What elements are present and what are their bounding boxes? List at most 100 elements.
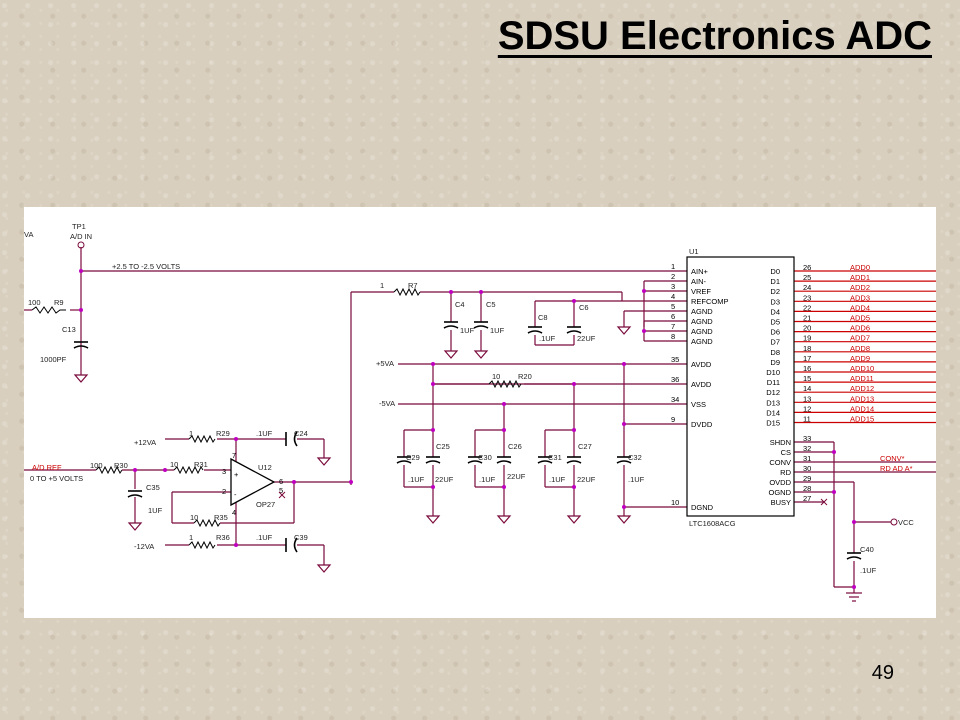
r36-resistor-icon bbox=[188, 540, 216, 550]
ic-pin-number: 33 bbox=[803, 434, 811, 443]
ground-icon bbox=[128, 516, 142, 531]
ic-pin-name: D0 bbox=[770, 267, 780, 276]
ic-u1-ref: U1 bbox=[689, 247, 699, 256]
ic-pin-name: BUSY bbox=[771, 498, 791, 507]
ic-pin-name: D10 bbox=[766, 368, 780, 377]
c4-ref: C4 bbox=[455, 300, 465, 309]
c31-value: .1UF bbox=[549, 475, 566, 484]
ic-pin-number: 12 bbox=[803, 404, 811, 413]
c30-value: .1UF bbox=[479, 475, 496, 484]
svg-text:5: 5 bbox=[279, 486, 283, 495]
ic-pin-number: 7 bbox=[671, 322, 675, 331]
ic-pin-name: OVDD bbox=[769, 478, 791, 487]
data-net-label: ADD0 bbox=[850, 263, 870, 272]
va-label: VA bbox=[24, 230, 33, 239]
r7-ref: R7 bbox=[408, 281, 418, 290]
ic-pin-name: AGND bbox=[691, 327, 713, 336]
ic-pin-name: D9 bbox=[770, 358, 780, 367]
data-net-label: ADD3 bbox=[850, 293, 870, 302]
r29-value: 1 bbox=[189, 429, 193, 438]
ic-pin-name: SHDN bbox=[770, 438, 791, 447]
data-net-label: ADD1 bbox=[850, 273, 870, 282]
c5-capacitor-icon bbox=[473, 321, 489, 329]
svg-text:+: + bbox=[234, 470, 239, 479]
ground-icon bbox=[426, 509, 440, 524]
r35-value: 10 bbox=[190, 513, 198, 522]
r30-value: 100 bbox=[90, 461, 103, 470]
c35-capacitor-icon bbox=[127, 490, 143, 498]
ic-pin-number: 6 bbox=[671, 312, 675, 321]
vcc-terminal-icon bbox=[890, 518, 898, 526]
ic-pin-number: 11 bbox=[803, 415, 811, 424]
op-amp-icon bbox=[230, 457, 276, 507]
svg-text:6: 6 bbox=[279, 477, 283, 486]
p12va-label: +12VA bbox=[134, 438, 156, 447]
r7-resistor-icon bbox=[393, 287, 421, 297]
r31-ref: R31 bbox=[194, 460, 208, 469]
ic-pin-number: 30 bbox=[803, 464, 811, 473]
no-connect-icon bbox=[278, 491, 828, 506]
ic-pin-name: DGND bbox=[691, 503, 714, 512]
data-net-label: ADD11 bbox=[850, 374, 874, 383]
c39-ref: C39 bbox=[294, 533, 308, 542]
c32-ref: C32 bbox=[628, 453, 642, 462]
ic-pin-number: 27 bbox=[803, 494, 811, 503]
c40-value: .1UF bbox=[860, 566, 877, 575]
r29-resistor-icon bbox=[188, 434, 216, 444]
ic-pin-number: 21 bbox=[803, 314, 811, 323]
ic-pin-name: AVDD bbox=[691, 380, 712, 389]
ic-pin-name: D3 bbox=[770, 297, 780, 306]
c26-capacitor-icon bbox=[496, 456, 512, 464]
ic-pin-name: D12 bbox=[766, 388, 780, 397]
ground-icon bbox=[74, 368, 88, 383]
c27-ref: C27 bbox=[578, 442, 592, 451]
ic-pin-number: 14 bbox=[803, 384, 811, 393]
r36-ref: R36 bbox=[216, 533, 230, 542]
data-net-label: ADD8 bbox=[850, 344, 870, 353]
ground-icon bbox=[317, 558, 331, 573]
svg-text:3: 3 bbox=[222, 467, 226, 476]
ic-left-pins: 1AIN+2AIN-3VREF4REFCOMP5AGND6AGND7AGND8A… bbox=[671, 262, 729, 512]
ic-pin-name: CS bbox=[781, 448, 791, 457]
ic-pin-number: 25 bbox=[803, 273, 811, 282]
ic-pin-number: 9 bbox=[671, 415, 675, 424]
ic-pin-number: 22 bbox=[803, 303, 811, 312]
svg-text:7: 7 bbox=[232, 451, 236, 460]
ic-u1-part: LTC1608ACG bbox=[689, 519, 736, 528]
ic-pin-number: 13 bbox=[803, 394, 811, 403]
r30-ref: R30 bbox=[114, 461, 128, 470]
c8-capacitor-icon bbox=[527, 326, 543, 334]
r29-ref: R29 bbox=[216, 429, 230, 438]
testpoint-icon bbox=[77, 241, 85, 249]
ic-pin-name: AGND bbox=[691, 307, 713, 316]
c39-capacitor-icon bbox=[293, 537, 298, 553]
data-net-label: ADD14 bbox=[850, 404, 874, 413]
chassis-ground-icon bbox=[846, 592, 862, 602]
ic-pin-number: 17 bbox=[803, 354, 811, 363]
c4-capacitor-icon bbox=[443, 321, 459, 329]
c6-capacitor-icon bbox=[566, 326, 582, 334]
data-net-label: ADD2 bbox=[850, 283, 870, 292]
ic-pin-number: 29 bbox=[803, 474, 811, 483]
svg-text:4: 4 bbox=[232, 508, 236, 517]
c6-ref: C6 bbox=[579, 303, 589, 312]
junction-dots bbox=[79, 269, 856, 589]
ground-icon bbox=[497, 509, 511, 524]
ic-pin-number: 1 bbox=[671, 262, 675, 271]
data-net-label: ADD5 bbox=[850, 314, 870, 323]
ic-pin-name: D7 bbox=[770, 338, 780, 347]
ic-pin-name: D13 bbox=[766, 398, 780, 407]
c35-value: 1UF bbox=[148, 506, 163, 515]
ic-pin-name: AGND bbox=[691, 317, 713, 326]
ic-pin-name: RD bbox=[780, 468, 791, 477]
data-net-label: ADD9 bbox=[850, 354, 870, 363]
ic-pin-number: 34 bbox=[671, 395, 679, 404]
vcc-label: VCC bbox=[898, 518, 914, 527]
data-net-label: ADD7 bbox=[850, 334, 870, 343]
range-pm-label: +2.5 TO -2.5 VOLTS bbox=[112, 262, 180, 271]
ad-ref-label: A/D REF bbox=[32, 463, 62, 472]
ground-icon bbox=[317, 451, 331, 466]
c24-ref: C24 bbox=[294, 429, 308, 438]
r30-resistor-icon bbox=[95, 465, 123, 475]
svg-text:2: 2 bbox=[222, 487, 226, 496]
